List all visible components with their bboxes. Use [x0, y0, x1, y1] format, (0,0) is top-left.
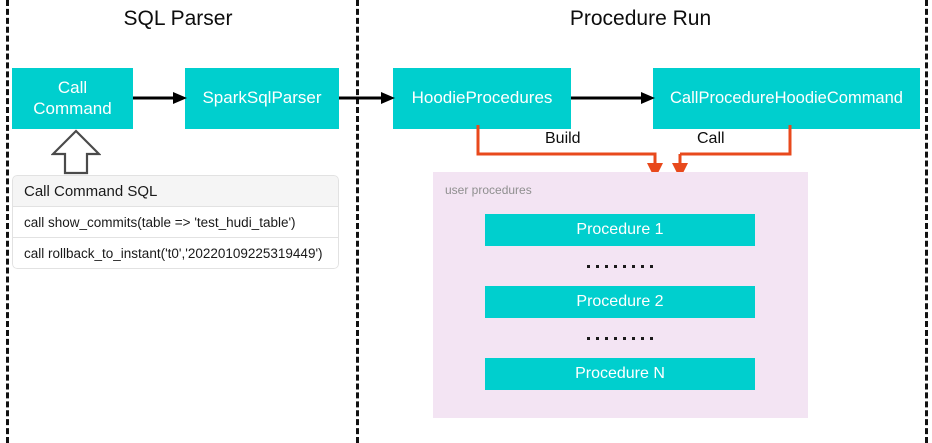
node-spark-sql-parser[interactable]: SparkSqlParser — [185, 68, 339, 129]
procedure-ellipsis — [485, 328, 755, 348]
user-procedures-label: user procedures — [445, 183, 532, 197]
user-procedures-panel: user procedures Procedure 1 Procedure 2 … — [433, 172, 808, 418]
node-call-command-line2: Command — [33, 98, 112, 118]
divider-left-dashed — [6, 0, 9, 443]
divider-right-dashed — [925, 0, 928, 443]
arrow-call-command-to-spark-sql-parser — [133, 92, 187, 104]
build-call-connector-lines — [476, 125, 792, 179]
divider-middle-dashed — [356, 0, 359, 443]
procedure-ellipsis — [485, 256, 755, 276]
section-title-procedure-run: Procedure Run — [569, 7, 712, 30]
procedure-item[interactable]: Procedure 2 — [485, 286, 755, 318]
procedure-item[interactable]: Procedure 1 — [485, 214, 755, 246]
call-command-sql-panel: Call Command SQL call show_commits(table… — [12, 175, 339, 269]
arrow-sql-to-call-command-icon — [51, 129, 101, 175]
node-call-procedure-hoodie-command[interactable]: CallProcedureHoodieCommand — [653, 68, 920, 129]
arrow-hoodie-procedures-to-call-procedure-hoodie-command — [571, 92, 655, 104]
section-title-sql-parser: SQL Parser — [123, 7, 233, 30]
call-command-sql-row: call rollback_to_instant('t0','202201092… — [12, 238, 339, 269]
call-command-sql-row: call show_commits(table => 'test_hudi_ta… — [12, 207, 339, 238]
node-call-command-line1: Call — [57, 78, 88, 98]
connector-label-build: Build — [545, 130, 581, 147]
connector-label-call: Call — [697, 130, 725, 147]
node-hoodie-procedures[interactable]: HoodieProcedures — [393, 68, 571, 129]
call-command-sql-header: Call Command SQL — [12, 175, 339, 207]
arrow-spark-sql-parser-to-hoodie-procedures — [339, 92, 395, 104]
procedure-item[interactable]: Procedure N — [485, 358, 755, 390]
node-call-command[interactable]: Call Command — [12, 68, 133, 129]
